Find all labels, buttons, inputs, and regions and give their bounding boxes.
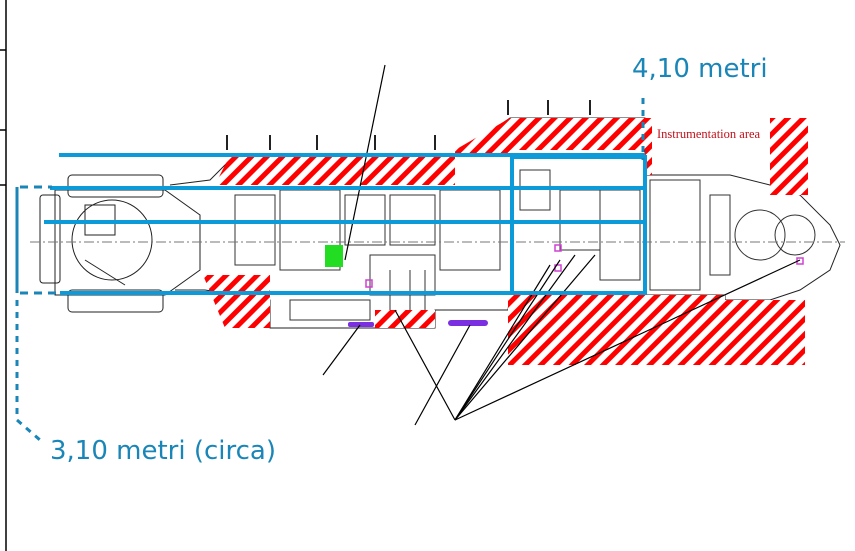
hatched-restricted-areas <box>203 118 808 365</box>
left-width-label: 3,10 metri (circa) <box>50 436 277 466</box>
green-marker <box>325 245 343 267</box>
page-border <box>0 0 7 551</box>
dimension-lines <box>15 98 645 442</box>
magenta-markers <box>365 244 804 288</box>
top-width-label: 4,10 metri <box>632 54 768 84</box>
leader-lines <box>322 64 801 426</box>
instrumentation-area-box <box>652 118 770 168</box>
blue-outline-lines <box>44 153 647 295</box>
purple-marker <box>448 320 488 326</box>
instrumentation-area-label: Instrumentation area <box>657 127 761 141</box>
purple-marker <box>348 322 374 327</box>
